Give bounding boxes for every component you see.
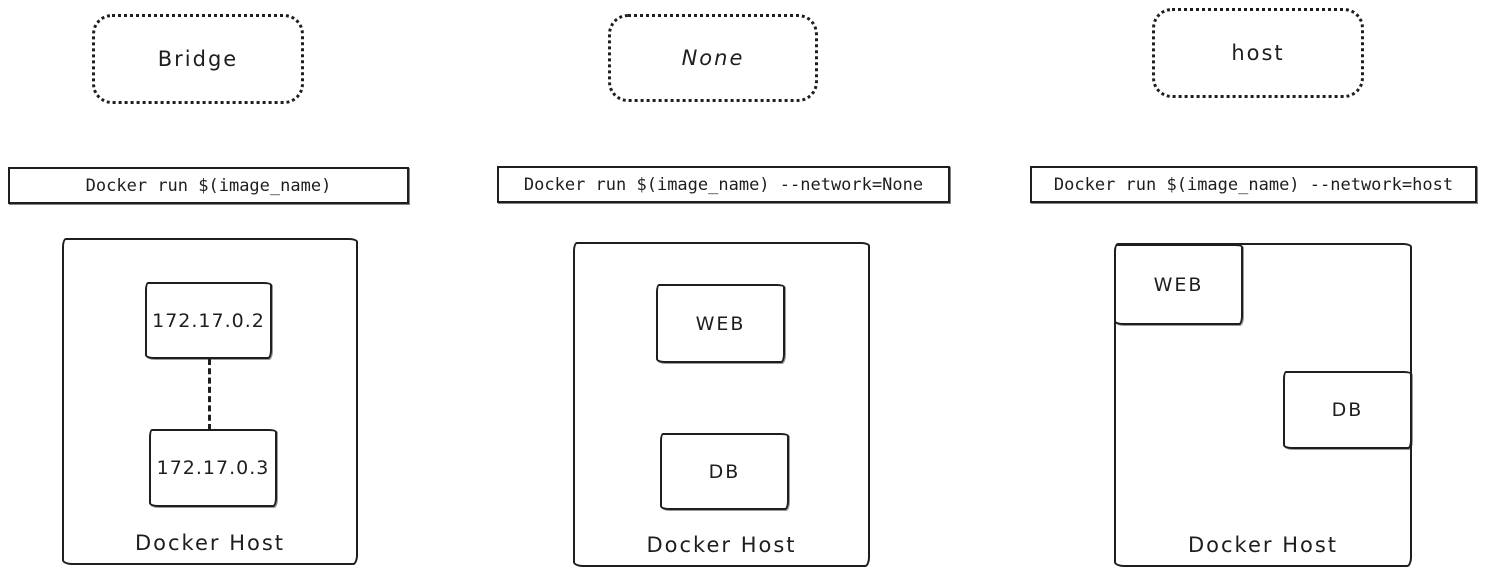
- db-container-label: DB: [1331, 399, 1364, 421]
- container-ip-label: 172.17.0.2: [152, 309, 265, 332]
- db-container-label: DB: [708, 460, 741, 483]
- bridge-badge-label: Bridge: [157, 47, 239, 71]
- docker-host-label: Docker Host: [1187, 533, 1339, 557]
- container-172-17-0-2: 172.17.0.2: [145, 282, 272, 359]
- container-172-17-0-3: 172.17.0.3: [149, 429, 277, 507]
- bridge-run-command: Docker run $(image_name): [8, 167, 409, 204]
- host-command-text: Docker run $(image_name) --network=host: [1053, 174, 1454, 195]
- db-container-box: DB: [660, 433, 789, 510]
- docker-host-label: Docker Host: [134, 531, 286, 555]
- container-ip-label: 172.17.0.3: [156, 457, 270, 479]
- host-network-badge: host: [1152, 8, 1364, 98]
- bridge-network-badge: Bridge: [92, 14, 304, 104]
- web-container-box: WEB: [1114, 244, 1243, 325]
- web-container-label: WEB: [1153, 273, 1204, 296]
- bridge-command-text: Docker run $(image_name): [85, 175, 332, 196]
- none-command-text: Docker run $(image_name) --network=None: [523, 174, 924, 195]
- host-docker-host-box: WEB DB Docker Host: [1114, 243, 1412, 567]
- bridge-docker-host-box: 172.17.0.2 172.17.0.3 Docker Host: [62, 238, 358, 565]
- db-container-box: DB: [1283, 371, 1412, 449]
- none-badge-label: None: [681, 46, 745, 70]
- host-badge-label: host: [1231, 41, 1285, 65]
- none-run-command: Docker run $(image_name) --network=None: [497, 166, 950, 203]
- none-docker-host-box: WEB DB Docker Host: [573, 242, 870, 567]
- none-network-badge: None: [608, 14, 818, 102]
- bridge-network-connector-line: [208, 359, 211, 430]
- host-run-command: Docker run $(image_name) --network=host: [1030, 166, 1477, 203]
- web-container-box: WEB: [656, 284, 785, 363]
- docker-host-label: Docker Host: [646, 533, 797, 557]
- web-container-label: WEB: [695, 312, 746, 335]
